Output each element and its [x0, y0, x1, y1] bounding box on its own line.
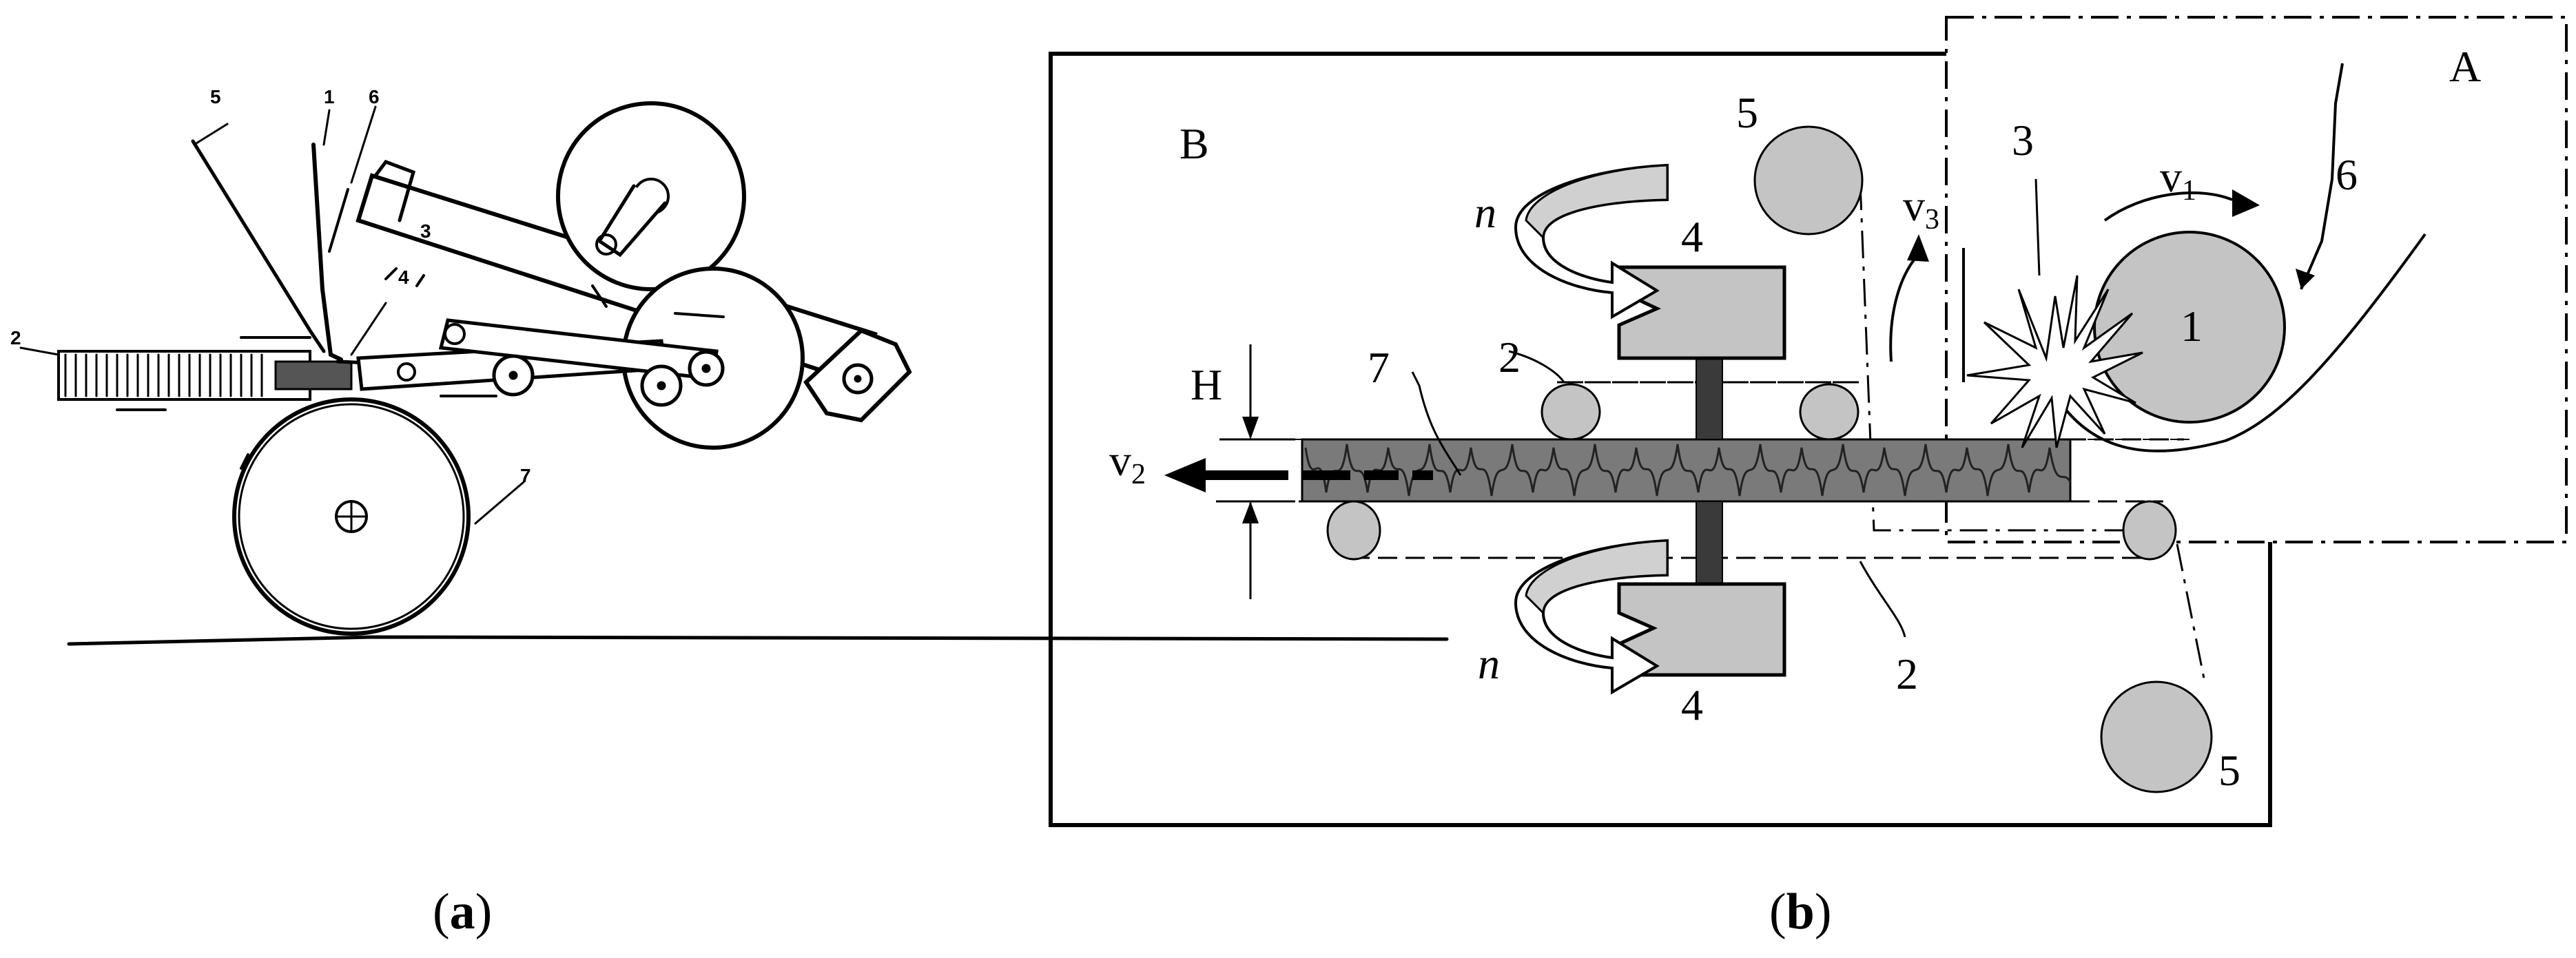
chute	[311, 143, 343, 362]
caption-a: (a)	[433, 884, 493, 940]
label-v3: v3	[1903, 181, 1939, 236]
large-wheel-rim	[238, 403, 465, 630]
v3-arrow	[1889, 257, 1917, 362]
fiber-texture	[1304, 444, 2072, 497]
h-dimension	[1219, 344, 1295, 599]
label-4-top: 4	[1681, 212, 1703, 261]
feed-chute	[2048, 233, 2426, 452]
panel-a-labels: 5 1 6 3 4 2 7	[10, 86, 531, 486]
roller-5-bottom	[2100, 680, 2213, 793]
label-3: 3	[2012, 116, 2034, 165]
roller-upper-left	[1541, 383, 1601, 441]
label-1: 1	[2181, 302, 2203, 351]
belt-to-bottom-roller	[2176, 543, 2206, 683]
label-4-bottom: 4	[1681, 680, 1703, 729]
v1-arrow	[2103, 191, 2233, 222]
feed-wire	[2300, 63, 2344, 290]
caption-b: (b)	[1769, 884, 1832, 940]
label-a-7: 7	[520, 465, 531, 486]
lower-shaft	[1696, 501, 1723, 585]
star-roller	[1966, 275, 2143, 448]
label-2-bottom: 2	[1896, 649, 1918, 698]
caption-a-letter: a	[449, 884, 475, 940]
roller-lower-right	[2122, 500, 2177, 561]
label-a-5: 5	[210, 86, 221, 107]
caption-b-letter: b	[1786, 884, 1815, 940]
crank-link	[597, 184, 667, 258]
label-2-top: 2	[1498, 333, 1521, 382]
panel-b-labels: B A 5 3 6 4 1 7 2 2 4 5 H n n v1 v2 v3	[1109, 42, 2481, 795]
label-a-4: 4	[398, 267, 409, 288]
belt-to-top-roller	[1859, 182, 2150, 532]
label-a-6: 6	[369, 86, 380, 107]
upper-shaft	[1696, 357, 1723, 440]
label-a-1: 1	[324, 86, 335, 107]
label-v2: v2	[1109, 436, 1146, 490]
region-label-b: B	[1179, 119, 1209, 168]
panel-b-drawing	[1049, 16, 2568, 827]
feed-plate	[191, 139, 326, 353]
label-n-top: n	[1474, 188, 1496, 237]
ribbed-mat	[57, 350, 311, 401]
label-a-3: 3	[420, 220, 431, 242]
label-h: H	[1191, 360, 1222, 409]
ground-line	[67, 635, 1449, 646]
label-6: 6	[2336, 150, 2358, 199]
label-n-bottom: n	[1478, 639, 1500, 688]
roller-5-top	[1753, 125, 1864, 236]
label-5-top: 5	[1736, 88, 1758, 137]
roller-upper-right	[1799, 383, 1859, 441]
label-v1: v1	[2160, 152, 2196, 207]
drum-1	[2093, 231, 2286, 424]
roller-lower-left	[1326, 500, 1381, 561]
region-label-a: A	[2449, 42, 2481, 91]
label-7: 7	[1368, 343, 1390, 392]
panel-a-drawing	[19, 101, 1449, 646]
label-a-2: 2	[10, 327, 21, 348]
label-5-bottom: 5	[2218, 746, 2240, 795]
upper-needle-block	[1617, 265, 1786, 360]
